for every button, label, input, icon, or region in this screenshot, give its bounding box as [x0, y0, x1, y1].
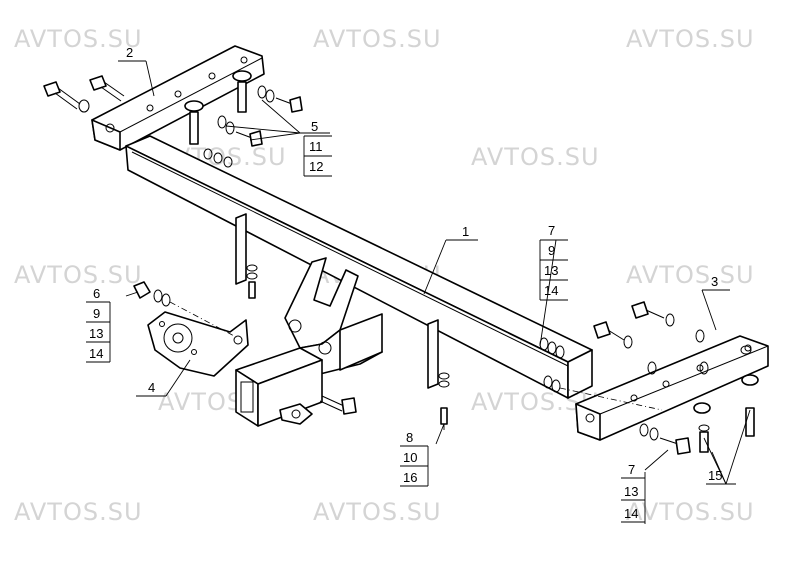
callout-stack-left: 6 9 13 14 [86, 286, 111, 363]
socket-plate [147, 311, 249, 377]
callout-10: 10 [403, 450, 417, 465]
leader-lines [118, 60, 751, 485]
callout-14: 14 [624, 506, 638, 521]
right-bracket [575, 335, 769, 441]
callout-4: 4 [148, 380, 155, 395]
callout-5: 5 [311, 119, 318, 134]
callout-16: 16 [403, 470, 417, 485]
callout-stack-bottom-center: 8 10 16 [400, 430, 429, 487]
callout-3: 3 [711, 274, 718, 289]
callout-2: 2 [126, 45, 133, 60]
callout-7: 7 [548, 223, 555, 238]
left-bracket [91, 45, 265, 151]
beam-tabs [235, 213, 439, 389]
callout-14: 14 [89, 346, 103, 361]
watermark: AVTOS.SU [313, 25, 442, 53]
callout-9: 9 [93, 306, 100, 321]
callout-13: 13 [89, 326, 103, 341]
watermark: AVTOS.SU [626, 25, 755, 53]
callout-stack-top: 5 11 12 [303, 119, 332, 177]
callout-14: 14 [544, 283, 558, 298]
watermarks: AVTOS.SU AVTOS.SU AVTOS.SU AVTOS.SU AVTO… [14, 25, 755, 526]
watermark: AVTOS.SU [626, 498, 755, 526]
callout-15: 15 [708, 468, 722, 483]
callout-stack-mid-right: 7 9 13 14 [539, 223, 568, 301]
receiver-tube [235, 347, 323, 427]
callout-13: 13 [544, 263, 558, 278]
watermark: AVTOS.SU [626, 261, 755, 289]
callout-stack-bottom-right: 7 13 14 [621, 462, 646, 524]
callout-13: 13 [624, 484, 638, 499]
hitch-bracket [284, 257, 383, 375]
watermark: AVTOS.SU [14, 498, 143, 526]
callout-11: 11 [309, 139, 323, 154]
watermark: AVTOS.SU [14, 261, 143, 289]
watermark: AVTOS.SU [14, 25, 143, 53]
watermark: AVTOS.SU [313, 498, 442, 526]
fasteners [43, 70, 759, 455]
callout-9: 9 [548, 243, 555, 258]
callout-8: 8 [406, 430, 413, 445]
callout-6: 6 [93, 286, 100, 301]
watermark: AVTOS.SU [471, 143, 600, 171]
callout-1: 1 [462, 224, 469, 239]
callout-7: 7 [628, 462, 635, 477]
callout-12: 12 [309, 159, 323, 174]
